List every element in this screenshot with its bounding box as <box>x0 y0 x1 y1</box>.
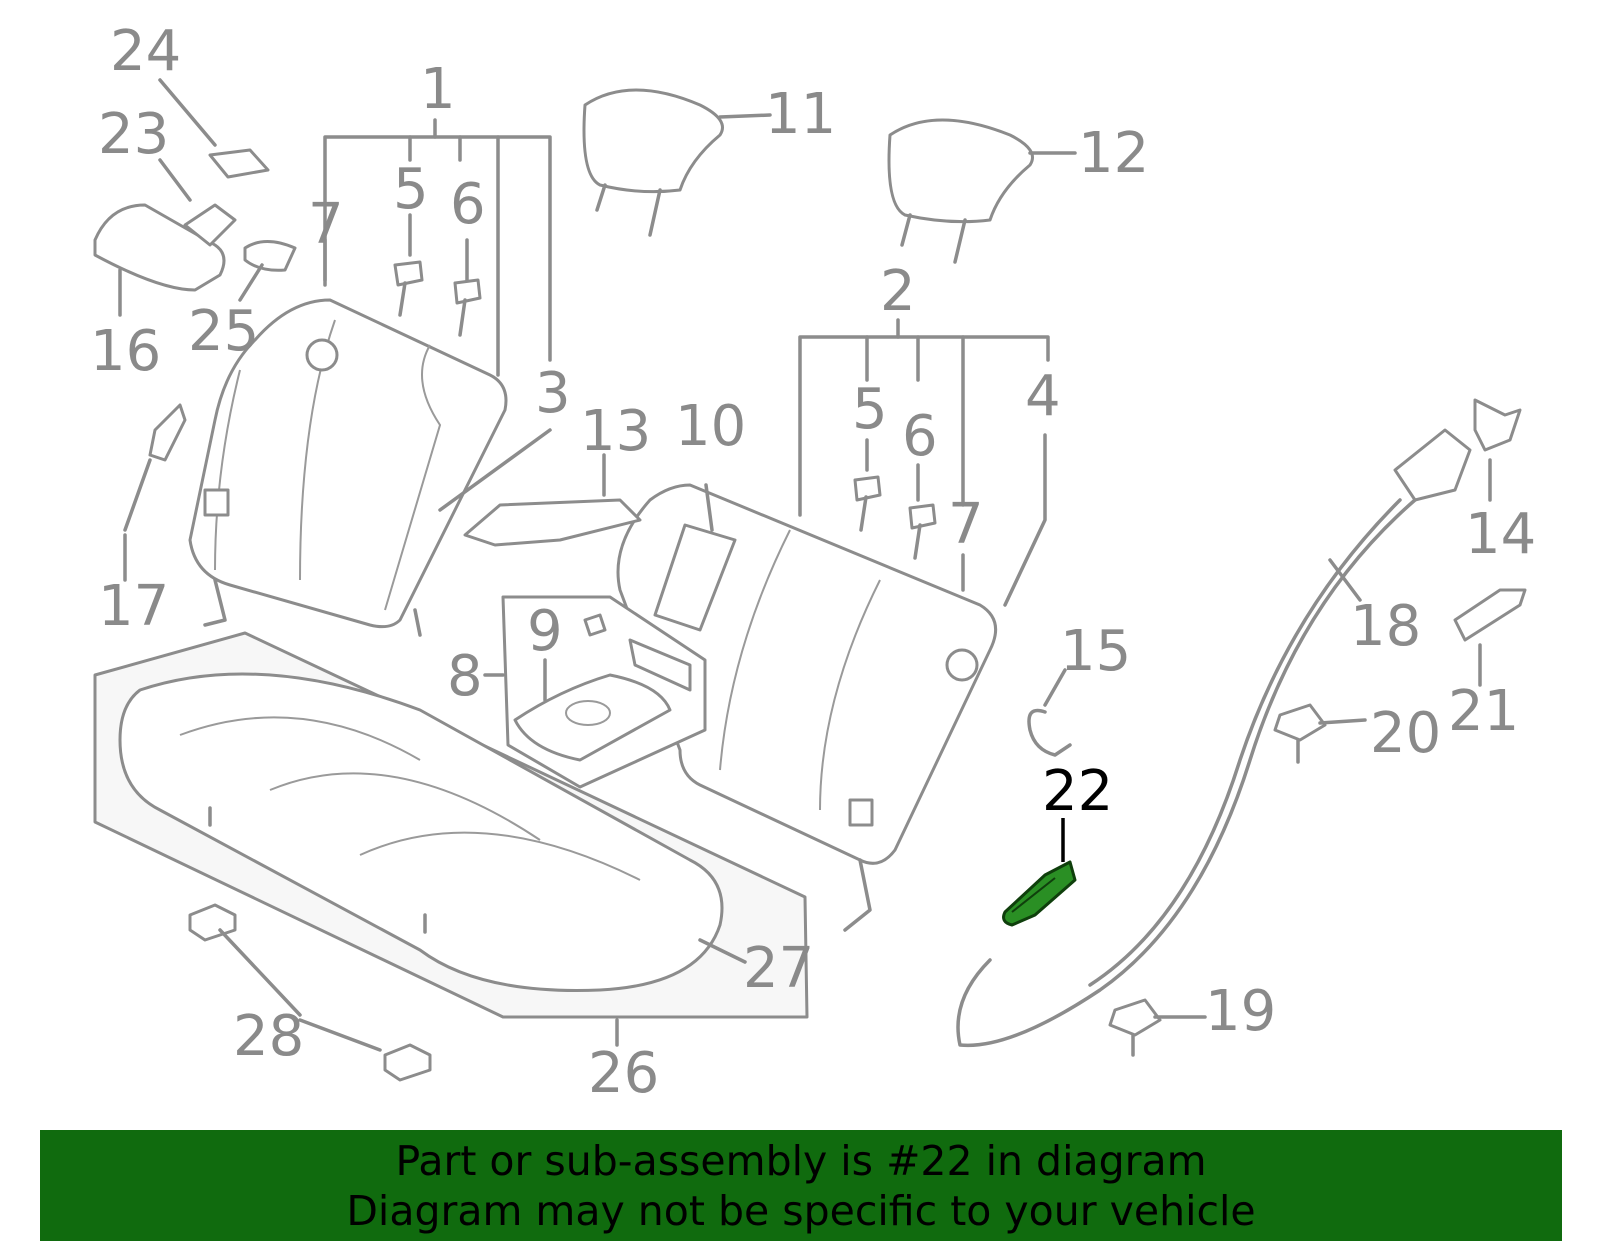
info-banner: Part or sub-assembly is #22 in diagram D… <box>40 1130 1562 1241</box>
callout-15: 15 <box>1060 619 1131 684</box>
callout-4: 4 <box>1025 364 1061 429</box>
right-seat-back <box>616 483 998 932</box>
callout-5a: 5 <box>393 157 429 222</box>
small-parts <box>93 148 1527 1082</box>
callout-6b: 6 <box>902 404 938 469</box>
callout-17: 17 <box>98 574 169 639</box>
callout-18: 18 <box>1350 594 1421 659</box>
callout-7b: 7 <box>948 492 984 557</box>
left-seat-back <box>188 298 508 637</box>
callout-12: 12 <box>1078 121 1149 186</box>
callout-7a: 7 <box>308 192 344 257</box>
callout-28: 28 <box>233 1004 304 1069</box>
callout-22: 22 <box>1042 759 1113 824</box>
banner-line-1: Part or sub-assembly is #22 in diagram <box>395 1136 1207 1185</box>
callout-11: 11 <box>765 82 836 147</box>
callout-10: 10 <box>675 394 746 459</box>
callout-24: 24 <box>110 19 181 84</box>
callout-21: 21 <box>1448 679 1519 744</box>
callout-8: 8 <box>447 644 483 709</box>
callout-26: 26 <box>588 1041 659 1106</box>
seat-cushion-assembly <box>93 631 809 1019</box>
callout-25: 25 <box>188 299 259 364</box>
callout-27: 27 <box>743 936 814 1001</box>
callout-3: 3 <box>535 361 571 426</box>
callout-13: 13 <box>580 399 651 464</box>
callout-16: 16 <box>90 319 161 384</box>
callout-1: 1 <box>420 57 456 122</box>
armrest-group <box>501 595 707 789</box>
callout-labels: 1 2 3 4 5 6 7 5 6 7 8 9 10 11 12 13 14 1… <box>90 19 1536 1106</box>
highlighted-part-22 <box>1002 860 1077 927</box>
banner-line-2: Diagram may not be specific to your vehi… <box>346 1186 1256 1235</box>
callout-2: 2 <box>880 259 916 324</box>
callout-14: 14 <box>1465 502 1536 567</box>
callout-19: 19 <box>1205 979 1276 1044</box>
callout-20: 20 <box>1370 701 1441 766</box>
callout-6a: 6 <box>450 172 486 237</box>
headrest-11 <box>582 88 724 237</box>
leader-lines <box>118 78 1492 1052</box>
callout-5b: 5 <box>852 377 888 442</box>
callout-23: 23 <box>98 102 169 167</box>
headrest-12 <box>887 118 1034 264</box>
callout-9: 9 <box>527 599 563 664</box>
